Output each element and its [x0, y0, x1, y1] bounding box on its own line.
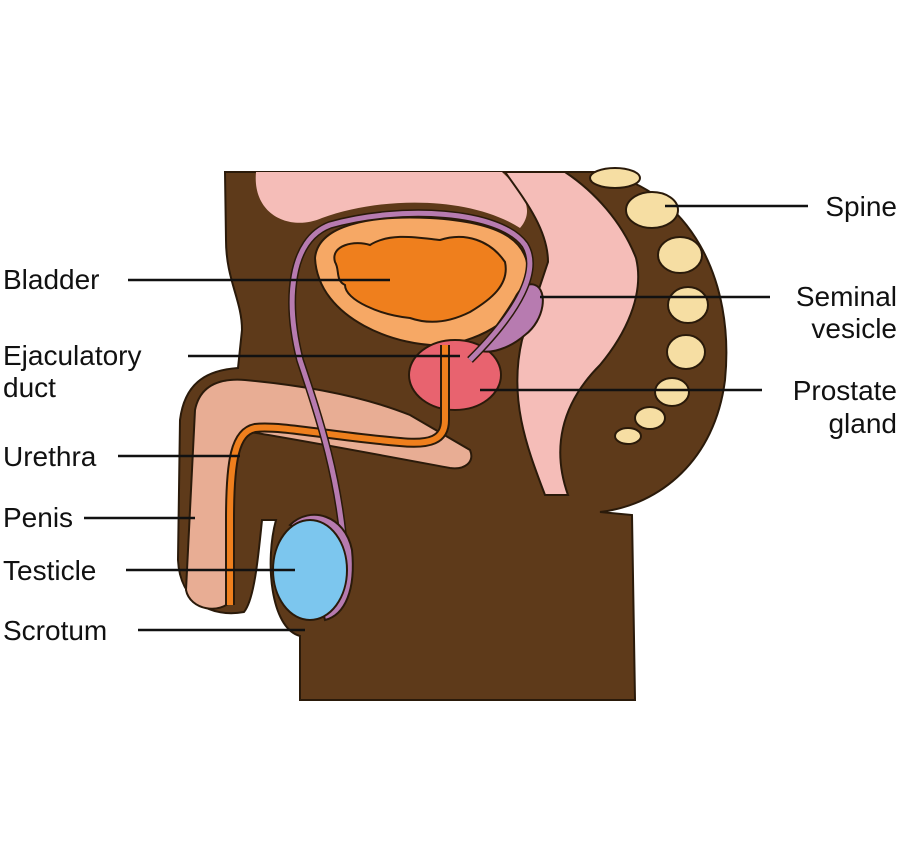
abdominal-cavity — [255, 172, 528, 228]
label-ejaculatory-duct-line2: duct — [3, 372, 56, 403]
rectum-cavity — [503, 171, 640, 496]
label-ejaculatory-duct-line1: Ejaculatory — [3, 340, 142, 371]
spine — [589, 167, 709, 445]
label-penis: Penis — [3, 502, 73, 533]
label-prostate-gland-line2: gland — [828, 408, 897, 439]
bladder — [333, 235, 507, 323]
label-prostate-gland-line1: Prostate — [793, 375, 897, 406]
label-seminal-vesicle-line1: Seminal — [796, 281, 897, 312]
label-scrotum: Scrotum — [3, 615, 107, 646]
label-bladder: Bladder — [3, 264, 100, 295]
label-seminal-vesicle-line2: vesicle — [811, 313, 897, 344]
label-urethra: Urethra — [3, 441, 97, 472]
label-testicle: Testicle — [3, 555, 96, 586]
label-spine: Spine — [825, 191, 897, 222]
